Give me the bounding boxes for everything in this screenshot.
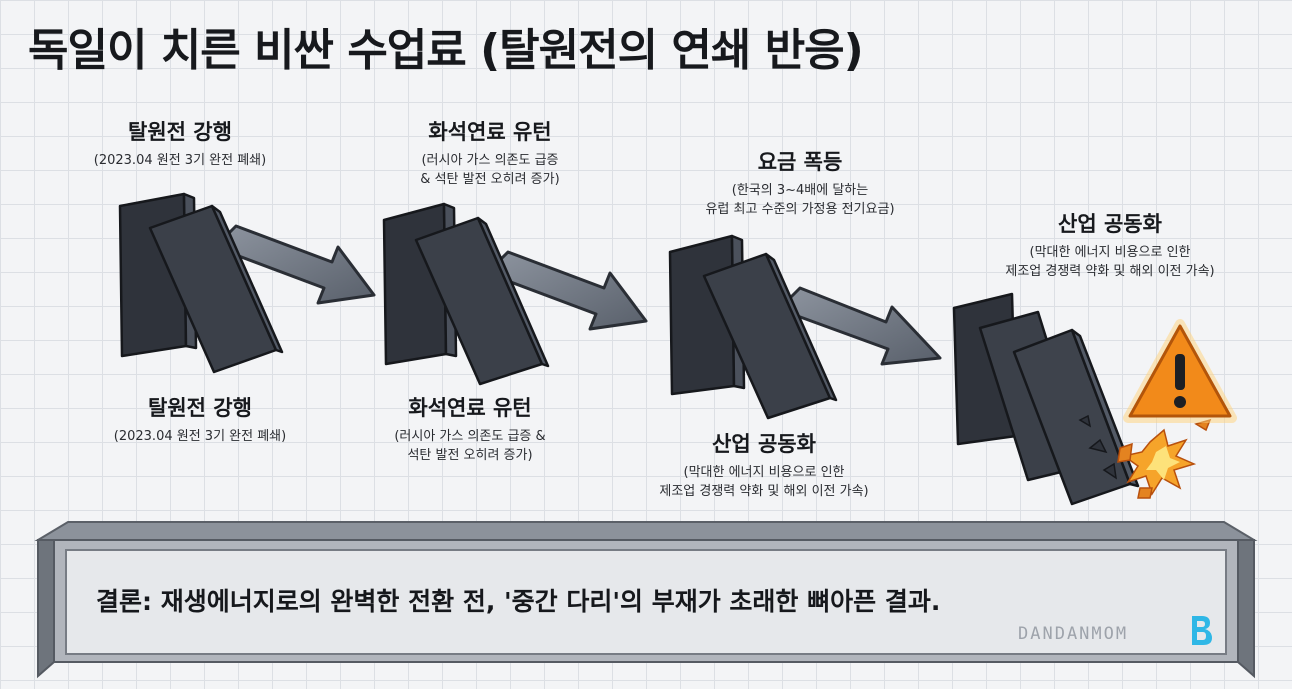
conclusion-text: 결론: 재생에너지로의 완벽한 전환 전, '중간 다리'의 부재가 초래한 뼈… — [96, 587, 941, 616]
page-title: 독일이 치른 비싼 수업료 (탈원전의 연쇄 반응) — [28, 25, 864, 76]
lower-heading: 화석연료 유턴 — [408, 396, 532, 420]
warning-triangle-icon — [1123, 319, 1237, 423]
domino-pair — [118, 192, 284, 374]
debris — [1078, 414, 1117, 480]
step-detail: (2023.04 원전 3기 완전 폐쇄) — [93, 153, 267, 168]
step-detail: (한국의 3~4배에 달하는 유럽 최고 수준의 가정용 전기요금) — [705, 183, 895, 217]
lower-label-2: 화석연료 유턴 (러시아 가스 의존도 급증 & 석탄 발전 오히려 증가) — [340, 392, 600, 465]
lower-heading: 산업 공동화 — [712, 432, 816, 456]
step-label-1: 탈원전 강행 (2023.04 원전 3기 완전 폐쇄) — [60, 116, 300, 170]
watermark-text: DANDANMOM — [1018, 624, 1129, 644]
step-detail: (러시아 가스 의존도 급증 & 석탄 발전 오히려 증가) — [420, 153, 560, 187]
lower-label-3: 산업 공동화 (막대한 에너지 비용으로 인한 제조업 경쟁력 약화 및 해외 … — [614, 428, 914, 501]
down-right-arrow-icon — [224, 224, 376, 305]
explosion-icon — [1117, 418, 1212, 499]
step-label-4: 산업 공동화 (막대한 에너지 비용으로 인한 제조업 경쟁력 약화 및 해외 … — [950, 208, 1270, 281]
step-heading: 탈원전 강행 — [128, 120, 232, 144]
conclusion-banner — [34, 521, 1258, 679]
step-heading: 산업 공동화 — [1058, 212, 1162, 236]
lower-detail: (2023.04 원전 3기 완전 폐쇄) — [113, 429, 287, 444]
lower-detail: (막대한 에너지 비용으로 인한 제조업 경쟁력 약화 및 해외 이전 가속) — [659, 465, 869, 499]
watermark-logo-icon — [1192, 616, 1212, 645]
domino-pair — [668, 234, 838, 420]
lower-heading: 탈원전 강행 — [148, 396, 252, 420]
domino-pair — [382, 202, 550, 386]
step-heading: 화석연료 유턴 — [428, 120, 552, 144]
step-label-2: 화석연료 유턴 (러시아 가스 의존도 급증 & 석탄 발전 오히려 증가) — [360, 116, 620, 189]
step-heading: 요금 폭등 — [757, 150, 843, 174]
lower-label-1: 탈원전 강행 (2023.04 원전 3기 완전 폐쇄) — [80, 392, 320, 446]
step-detail: (막대한 에너지 비용으로 인한 제조업 경쟁력 약화 및 해외 이전 가속) — [1005, 245, 1215, 279]
down-right-arrow-icon — [496, 250, 648, 331]
down-right-arrow-icon — [788, 286, 942, 366]
step-label-3: 요금 폭등 (한국의 3~4배에 달하는 유럽 최고 수준의 가정용 전기요금) — [650, 146, 950, 219]
lower-detail: (러시아 가스 의존도 급증 & 석탄 발전 오히려 증가) — [394, 429, 546, 463]
